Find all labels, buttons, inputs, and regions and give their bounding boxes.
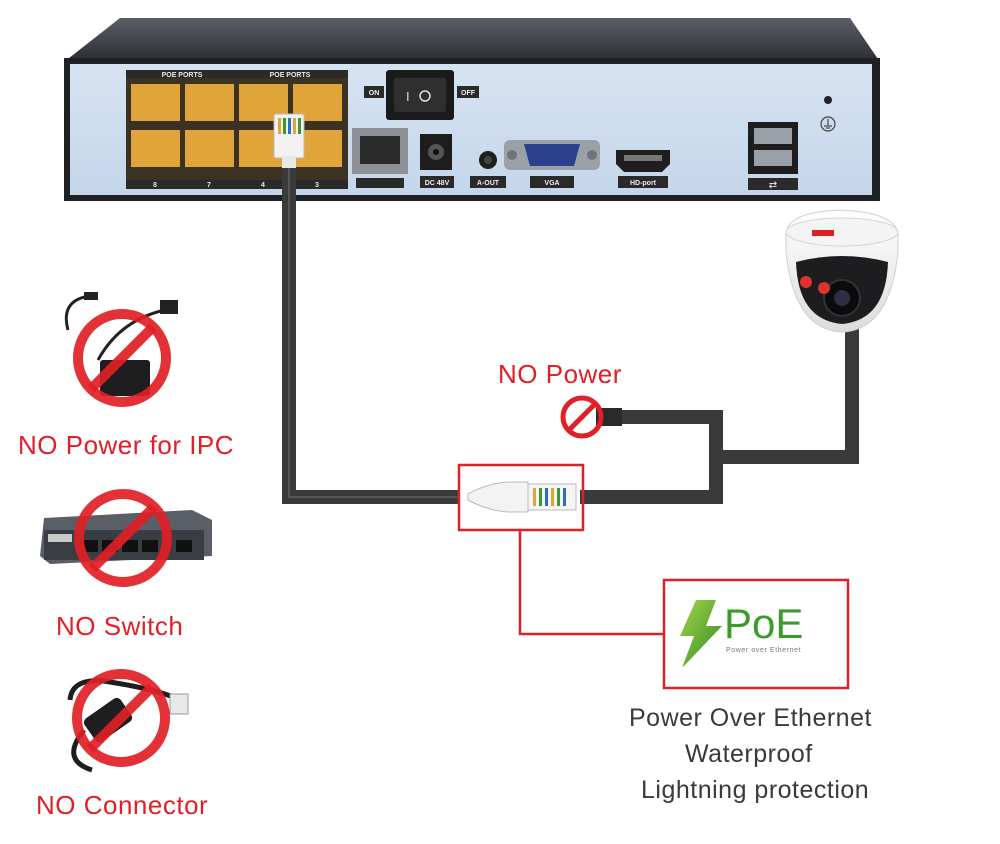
nvr-device-icon: POE PORTS POE PORTS 8 7 4 3 ON I OFF DC … — [64, 18, 880, 201]
connector-icon — [67, 678, 189, 773]
port-number-7: 7 — [207, 182, 211, 189]
no-connector-label: NO Connector — [36, 790, 209, 820]
port-number-4: 4 — [261, 182, 265, 189]
poe-ports-label-left: POE PORTS — [162, 72, 203, 79]
svg-text:⇄: ⇄ — [769, 180, 777, 191]
aout-label: A-OUT — [477, 180, 500, 187]
prohibited-icon — [74, 489, 172, 587]
callout-line — [518, 530, 664, 636]
svg-text:I: I — [406, 89, 410, 104]
dc-label: DC 48V — [425, 180, 450, 187]
hdport-label: HD-port — [630, 180, 657, 187]
poe-ports-label-right: POE PORTS — [270, 72, 311, 79]
poe-logo-icon: PoE Power over Ethernet — [680, 600, 803, 668]
poe-logo-title: PoE — [724, 600, 803, 647]
rj45-connector-mid — [467, 481, 577, 513]
feature-lightning: Lightning protection — [641, 776, 870, 804]
switch-off-label: OFF — [461, 90, 476, 97]
port-number-8: 8 — [153, 182, 157, 189]
port-number-3: 3 — [315, 182, 319, 189]
no-power-label: NO Power — [498, 359, 622, 389]
prohibited-icon — [72, 669, 170, 767]
switch-on-label: ON — [369, 90, 380, 97]
ethernet-cable — [282, 168, 859, 504]
prohibited-icon — [560, 395, 604, 439]
no-switch-label: NO Switch — [56, 611, 184, 641]
rj45-plug-nvr — [273, 113, 305, 170]
vga-label: VGA — [544, 180, 559, 187]
feature-waterproof: Waterproof — [685, 740, 813, 768]
no-power-ipc-label: NO Power for IPC — [18, 430, 235, 460]
prohibited-icon — [73, 309, 171, 407]
dome-camera-icon — [785, 209, 899, 333]
poe-port-grid — [131, 84, 342, 167]
feature-poe: Power Over Ethernet — [629, 704, 872, 732]
poe-logo-subtitle: Power over Ethernet — [726, 647, 801, 654]
